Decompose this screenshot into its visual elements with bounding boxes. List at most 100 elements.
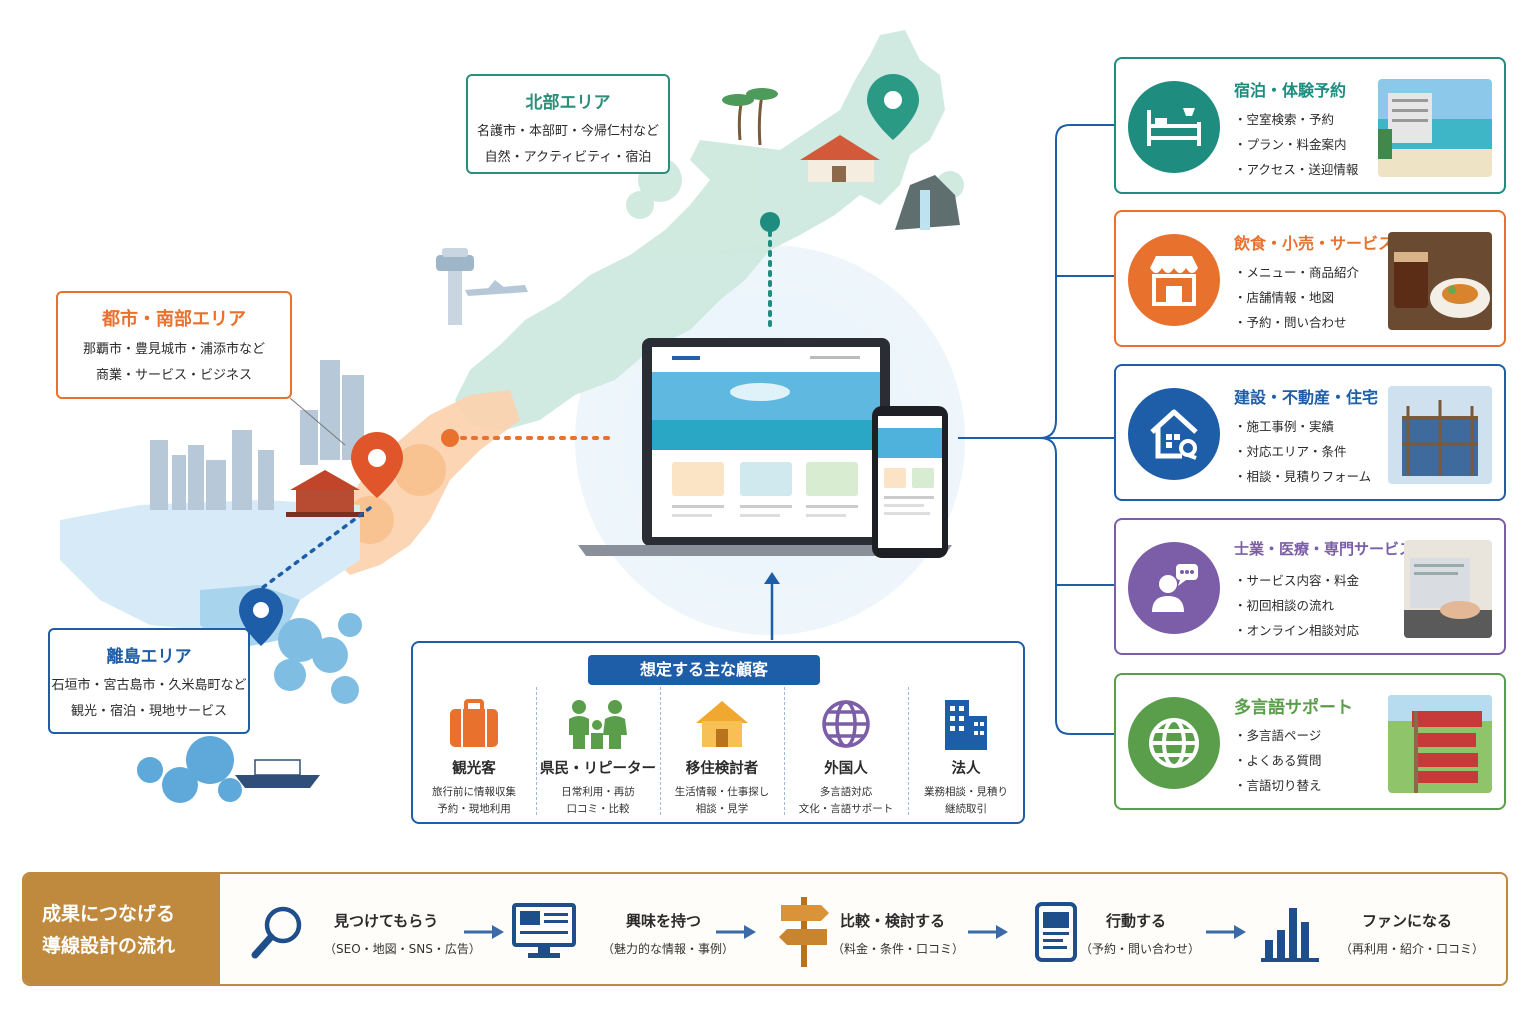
service-title-multilingual: 多言語サポート (1234, 698, 1353, 718)
family-icon (537, 693, 659, 755)
service-card-professional: 士業・医療・専門サービス サービス内容・料金 初回相談の流れ オンライン相談対応 (1114, 518, 1506, 655)
customer-divider (536, 687, 537, 815)
customer-desc-1: 多言語対応 (819, 786, 873, 798)
house-key-icon (1128, 388, 1220, 480)
north-area-line2: 自然・アクティビティ・宿泊 (484, 150, 652, 165)
islands-area-line2: 観光・宿泊・現地サービス (70, 704, 227, 719)
house-icon (661, 693, 783, 755)
south-connector-dot (441, 429, 459, 447)
service-card-lodging: 宿泊・体験予約 空室検索・予約 プラン・料金案内 アクセス・送迎情報 (1114, 57, 1506, 194)
bed-icon (1128, 81, 1220, 173)
islands-area-line1: 石垣市・宮古島市・久米島町など (51, 678, 247, 693)
customer-name: 県民・リピーター (540, 761, 656, 777)
service-title-construction: 建設・不動産・住宅 (1234, 388, 1379, 407)
list-item: 予約・問い合わせ (1234, 310, 1359, 335)
list-item: 初回相談の流れ (1234, 593, 1359, 618)
construction-photo (1388, 386, 1492, 484)
customer-name: 移住検討者 (685, 761, 759, 777)
customer-name: 外国人 (824, 761, 868, 777)
food-photo (1388, 232, 1492, 330)
flow-step-sub: （再利用・紹介・口コミ） (1340, 942, 1485, 956)
customer-tourist: 観光客 旅行前に情報収集 予約・現地利用 (413, 693, 535, 818)
islands-area-box: 離島エリア 石垣市・宮古島市・久米島町など 観光・宿泊・現地サービス (48, 628, 250, 734)
resort-photo (1378, 79, 1492, 177)
list-item: 店舗情報・地図 (1234, 285, 1359, 310)
north-pin-icon (867, 74, 919, 140)
flow-arrow-icon (968, 925, 1008, 939)
list-item: メニュー・商品紹介 (1234, 260, 1360, 285)
south-area-box: 都市・南部エリア 那覇市・豊見城市・浦添市など 商業・サービス・ビジネス (56, 291, 292, 399)
islands-area-title: 離島エリア (106, 647, 192, 667)
service-card-food: 飲食・小売・サービス メニュー・商品紹介 店舗情報・地図 予約・問い合わせ (1114, 210, 1506, 347)
flow-step-label: 行動する (1106, 912, 1167, 930)
north-connector-dot (760, 212, 780, 232)
laptop-typing-photo (1404, 540, 1492, 638)
flow-arrow-icon (1206, 925, 1246, 939)
north-area-box: 北部エリア 名護市・本部町・今帰仁村など 自然・アクティビティ・宿泊 (466, 74, 670, 174)
list-item: サービス内容・料金 (1234, 568, 1360, 593)
customer-desc-2: 予約・現地利用 (437, 803, 511, 815)
service-title-lodging: 宿泊・体験予約 (1234, 81, 1347, 100)
customer-divider (660, 687, 661, 815)
list-item: オンライン相談対応 (1234, 618, 1360, 643)
service-card-construction: 建設・不動産・住宅 施工事例・実績 対応エリア・条件 相談・見積りフォーム (1114, 364, 1506, 501)
service-tree-connector (958, 124, 1114, 735)
signpost-icon (772, 897, 836, 967)
customers-panel: 想定する主な顧客 観光客 旅行前に情報収集 予約・現地利用 県民・リピーター 日… (411, 641, 1025, 824)
customer-desc-2: 文化・言語サポート (798, 803, 894, 815)
service-title-food: 飲食・小売・サービス (1234, 234, 1395, 253)
list-item: 言語切り替え (1234, 773, 1322, 798)
service-title-professional: 士業・医療・専門サービス (1234, 540, 1415, 558)
list-item: よくある質問 (1234, 748, 1322, 773)
shop-icon (1128, 234, 1220, 326)
islands-pin-icon (239, 588, 283, 646)
customer-desc-1: 旅行前に情報収集 (432, 786, 516, 798)
flow-title-line1: 成果につなげる (42, 903, 176, 925)
flow-step-interest: 興味を持つ （魅力的な情報・事例） (512, 874, 735, 984)
south-area-title: 都市・南部エリア (102, 309, 246, 330)
flow-step-discover: 見つけてもらう （SEO・地図・SNS・広告） (246, 874, 481, 984)
list-item: アクセス・送迎情報 (1234, 157, 1359, 182)
customer-name: 法人 (951, 761, 981, 777)
flow-step-label: 見つけてもらう (334, 912, 439, 930)
flow-step-fan: ファンになる （再利用・紹介・口コミ） (1258, 874, 1498, 984)
conversion-flow-bar: 成果につなげる 導線設計の流れ 見つけてもらう （SEO・地図・SNS・広告） … (22, 872, 1508, 986)
flow-step-sub: （予約・問い合わせ） (1080, 942, 1201, 956)
customer-desc-2: 口コミ・比較 (566, 803, 630, 815)
customer-name: 観光客 (452, 761, 496, 777)
south-area-line1: 那覇市・豊見城市・浦添市など (82, 342, 265, 357)
flow-step-sub: （魅力的な情報・事例） (602, 942, 735, 956)
customers-arrowhead (764, 572, 780, 584)
service-card-multilingual: 多言語サポート 多言語ページ よくある質問 言語切り替え (1114, 673, 1506, 810)
flow-title-line2: 導線設計の流れ (42, 935, 176, 957)
signboard-photo (1388, 695, 1492, 793)
flow-arrow-icon (716, 925, 756, 939)
airport-tower (436, 248, 474, 325)
customer-desc-1: 日常利用・再訪 (561, 786, 635, 798)
customer-residents: 県民・リピーター 日常利用・再訪 口コミ・比較 (537, 693, 659, 818)
customer-corporate: 法人 業務相談・見積り 継続取引 (905, 693, 1027, 818)
list-item: 空室検索・予約 (1234, 107, 1358, 132)
customer-divider (784, 687, 785, 815)
flow-step-compare: 比較・検討する （料金・条件・口コミ） (772, 874, 992, 984)
consult-icon (1128, 542, 1220, 634)
traditional-house (800, 135, 880, 182)
laptop-illustration (578, 338, 952, 556)
list-item: 対応エリア・条件 (1234, 439, 1371, 464)
customer-migrants: 移住検討者 生活情報・仕事探し 相談・見学 (661, 693, 783, 818)
bar-chart-icon (1258, 900, 1322, 964)
list-item: 施工事例・実績 (1234, 414, 1371, 439)
flow-step-action: 行動する （予約・問い合わせ） (1024, 874, 1224, 984)
islands-connector-line (260, 506, 372, 590)
customer-desc-1: 業務相談・見積り (924, 786, 1008, 798)
flow-title: 成果につなげる 導線設計の流れ (24, 874, 220, 984)
monitor-icon (512, 900, 576, 964)
shuri-castle (286, 470, 364, 517)
list-item: 多言語ページ (1234, 723, 1322, 748)
list-item: プラン・料金案内 (1234, 132, 1358, 157)
palm-trees (722, 88, 778, 146)
service-list-construction: 施工事例・実績 対応エリア・条件 相談・見積りフォーム (1234, 414, 1372, 489)
tablet-icon (1024, 900, 1088, 964)
customer-desc-2: 相談・見学 (695, 803, 749, 815)
service-list-multilingual: 多言語ページ よくある質問 言語切り替え (1234, 723, 1322, 798)
